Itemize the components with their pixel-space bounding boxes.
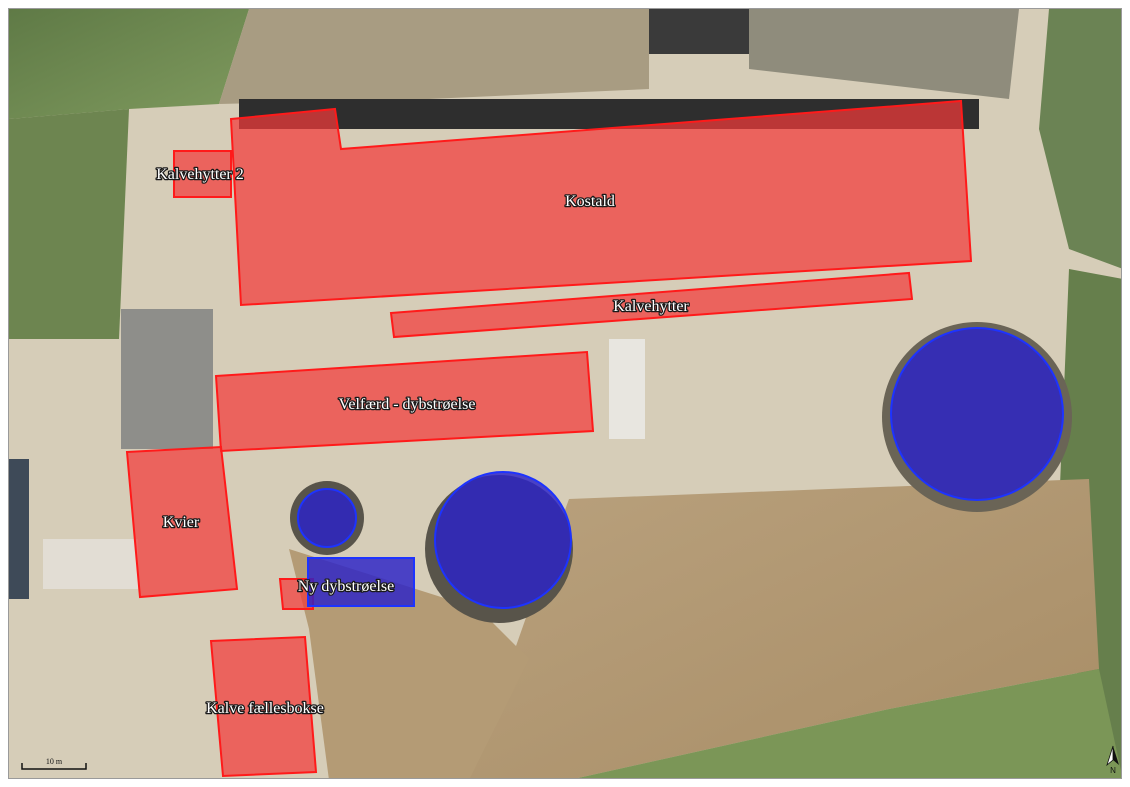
tank-middle[interactable] bbox=[434, 471, 572, 609]
scale-bar: 10 m bbox=[21, 757, 87, 771]
building-velfaerd-dybstroelse[interactable] bbox=[214, 350, 595, 453]
north-arrow-icon bbox=[1106, 745, 1119, 767]
label-layer: Kostald Kalvehytter 2 Kalvehytter Velfær… bbox=[155, 165, 691, 719]
grass-south-east bbox=[578, 669, 1121, 778]
label-kalvehytter: Kalvehytter bbox=[613, 298, 689, 315]
building-kalvehytter-2[interactable] bbox=[173, 150, 232, 198]
grass-west bbox=[9, 109, 129, 339]
building-west-edge bbox=[9, 459, 29, 599]
north-arrow-label: N bbox=[1110, 766, 1116, 775]
label-kalve-faellesbokse: Kalve fællesbokse bbox=[206, 700, 324, 717]
building-kostald[interactable] bbox=[229, 99, 973, 307]
building-ny-dybstroelse[interactable] bbox=[278, 578, 314, 610]
aerial-map[interactable]: Kostald Kalvehytter 2 Kalvehytter Velfær… bbox=[9, 9, 1122, 779]
building-layer bbox=[125, 99, 973, 778]
label-kvier: Kvier bbox=[163, 514, 200, 531]
tank-small[interactable] bbox=[297, 488, 357, 548]
field-north-west bbox=[9, 9, 249, 119]
label-kostald: Kostald bbox=[565, 193, 615, 210]
scale-bar-label: 10 m bbox=[45, 757, 63, 766]
label-velfaerd-dybstroelse: Velfærd - dybstrøelse bbox=[339, 396, 476, 413]
dark-structure-north bbox=[649, 9, 749, 54]
field-north bbox=[219, 9, 649, 104]
scale-bar-line bbox=[21, 763, 87, 770]
map-frame[interactable]: Kostald Kalvehytter 2 Kalvehytter Velfær… bbox=[8, 8, 1122, 779]
area-ny-dybstroelse[interactable] bbox=[307, 557, 415, 607]
label-kalvehytter-2: Kalvehytter 2 bbox=[156, 166, 244, 183]
yard-north-east bbox=[749, 9, 1019, 99]
building-kalvehytter[interactable] bbox=[389, 271, 914, 339]
hedge-east bbox=[1039, 9, 1121, 269]
field-south bbox=[469, 479, 1099, 778]
tank-layer bbox=[297, 327, 1064, 609]
white-building-west bbox=[43, 539, 138, 589]
building-kalve-faellesbokse[interactable] bbox=[209, 635, 318, 778]
tank-east[interactable] bbox=[890, 327, 1064, 501]
north-arrow: N bbox=[1104, 745, 1121, 777]
white-bales bbox=[609, 339, 645, 439]
building-kvier[interactable] bbox=[125, 445, 239, 599]
label-ny-dybstroelse: Ny dybstrøelse bbox=[298, 578, 394, 595]
grey-building bbox=[121, 309, 213, 449]
